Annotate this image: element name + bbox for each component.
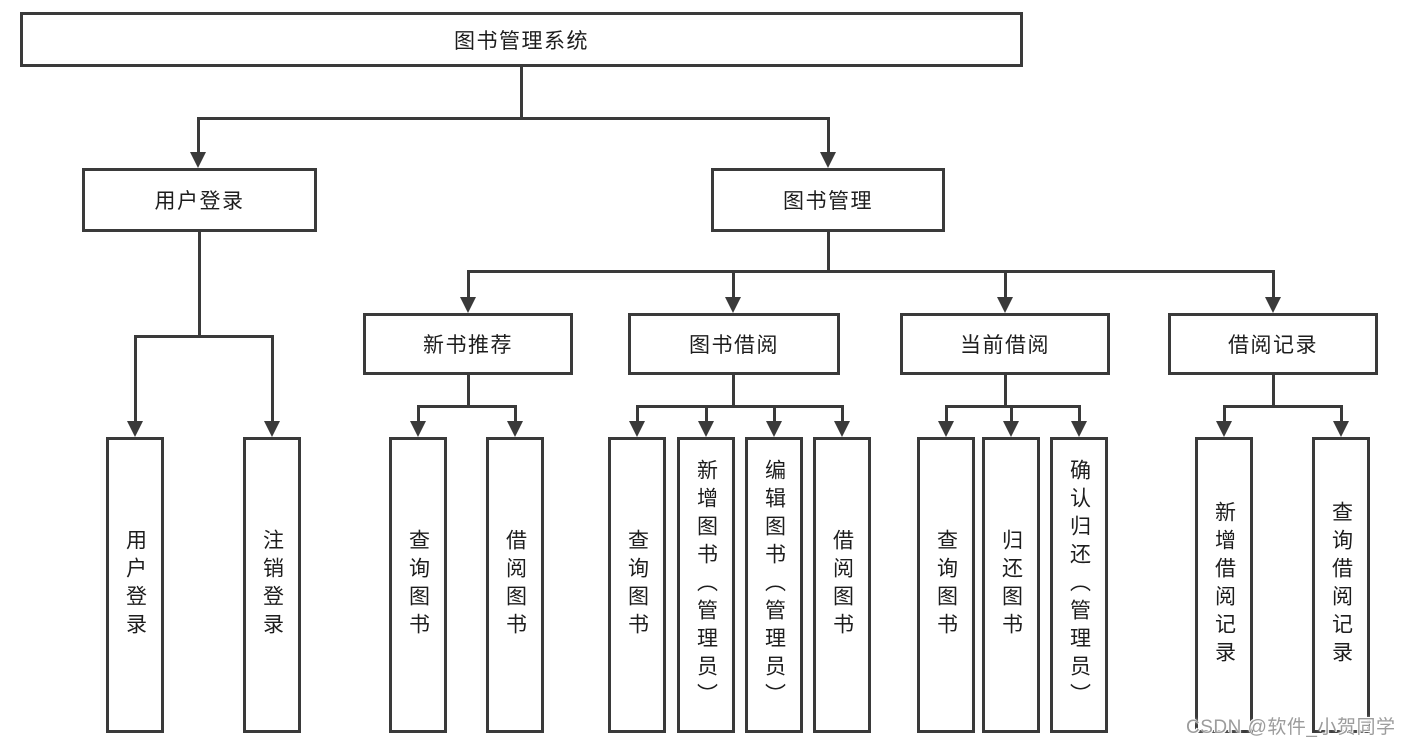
leaf-edit-book-admin: 编辑图书（管理员）: [745, 437, 803, 733]
connector-line: [773, 405, 776, 423]
connector-line: [197, 117, 830, 120]
connector-line: [520, 67, 523, 118]
connector-line: [732, 270, 735, 299]
leaf-add-borrow-record-label: 新增借阅记录: [1212, 501, 1236, 669]
leaf-add-book-admin-label: 新增图书（管理员）: [694, 459, 718, 711]
connector-line: [841, 405, 844, 423]
connector-line: [1223, 405, 1226, 423]
connector-line: [1223, 405, 1342, 408]
connector-line: [1010, 405, 1013, 423]
node-new-book-recommend-label: 新书推荐: [423, 334, 513, 357]
leaf-query-book-current: 查询图书: [917, 437, 975, 733]
connector-line: [827, 117, 830, 154]
arrow-down-icon: [410, 421, 426, 437]
arrow-down-icon: [820, 152, 836, 168]
connector-line: [134, 335, 273, 338]
connector-line: [636, 405, 843, 408]
leaf-return-book-label: 归还图书: [999, 529, 1023, 641]
node-current-borrow-label: 当前借阅: [960, 334, 1050, 357]
csdn-watermark: CSDN @软件_小贺同学: [1186, 717, 1396, 738]
node-book-management: 图书管理: [711, 168, 945, 232]
connector-line: [467, 375, 470, 407]
connector-line: [1004, 270, 1007, 299]
leaf-query-book-recommend: 查询图书: [389, 437, 447, 733]
connector-line: [705, 405, 708, 423]
connector-line: [827, 232, 830, 272]
node-borrow-records-label: 借阅记录: [1228, 334, 1318, 357]
connector-line: [197, 117, 200, 154]
connector-line: [1078, 405, 1081, 423]
leaf-borrow-book-recommend: 借阅图书: [486, 437, 544, 733]
arrow-down-icon: [507, 421, 523, 437]
node-book-management-label: 图书管理: [783, 190, 873, 213]
leaf-query-book-recommend-label: 查询图书: [406, 529, 430, 641]
node-book-borrow: 图书借阅: [628, 313, 840, 375]
connector-line: [945, 405, 948, 423]
connector-line: [514, 405, 517, 423]
leaf-borrow-book-label: 借阅图书: [830, 529, 854, 641]
arrow-down-icon: [1265, 297, 1281, 313]
arrow-down-icon: [1333, 421, 1349, 437]
leaf-user-login: 用户登录: [106, 437, 164, 733]
arrow-down-icon: [460, 297, 476, 313]
leaf-query-book-current-label: 查询图书: [934, 529, 958, 641]
leaf-confirm-return-admin: 确认归还（管理员）: [1050, 437, 1108, 733]
leaf-borrow-book: 借阅图书: [813, 437, 871, 733]
node-current-borrow: 当前借阅: [900, 313, 1110, 375]
arrow-down-icon: [997, 297, 1013, 313]
node-root-label: 图书管理系统: [454, 29, 589, 53]
connector-line: [198, 232, 201, 337]
arrow-down-icon: [725, 297, 741, 313]
connector-line: [1272, 375, 1275, 407]
arrow-down-icon: [264, 421, 280, 437]
leaf-confirm-return-admin-label: 确认归还（管理员）: [1067, 459, 1091, 711]
arrow-down-icon: [698, 421, 714, 437]
node-book-borrow-label: 图书借阅: [689, 334, 779, 357]
connector-line: [1272, 270, 1275, 299]
connector-line: [1340, 405, 1343, 423]
leaf-add-book-admin: 新增图书（管理员）: [677, 437, 735, 733]
connector-line: [1004, 375, 1007, 407]
leaf-logout-label: 注销登录: [260, 529, 284, 641]
leaf-logout: 注销登录: [243, 437, 301, 733]
node-user-login-label: 用户登录: [154, 190, 245, 213]
leaf-query-book-borrow: 查询图书: [608, 437, 666, 733]
connector-line: [732, 375, 735, 407]
node-new-book-recommend: 新书推荐: [363, 313, 573, 375]
node-root: 图书管理系统: [20, 12, 1023, 67]
arrow-down-icon: [938, 421, 954, 437]
arrow-down-icon: [1003, 421, 1019, 437]
leaf-borrow-book-recommend-label: 借阅图书: [503, 529, 527, 641]
leaf-return-book: 归还图书: [982, 437, 1040, 733]
connector-line: [134, 335, 137, 423]
arrow-down-icon: [1216, 421, 1232, 437]
arrow-down-icon: [127, 421, 143, 437]
connector-line: [467, 270, 470, 299]
connector-line: [636, 405, 639, 423]
leaf-query-borrow-record: 查询借阅记录: [1312, 437, 1370, 733]
leaf-query-borrow-record-label: 查询借阅记录: [1329, 501, 1353, 669]
arrow-down-icon: [1071, 421, 1087, 437]
node-user-login: 用户登录: [82, 168, 317, 232]
arrow-down-icon: [834, 421, 850, 437]
arrow-down-icon: [629, 421, 645, 437]
connector-line: [271, 335, 274, 423]
connector-line: [417, 405, 517, 408]
leaf-add-borrow-record: 新增借阅记录: [1195, 437, 1253, 733]
node-borrow-records: 借阅记录: [1168, 313, 1378, 375]
arrow-down-icon: [190, 152, 206, 168]
leaf-edit-book-admin-label: 编辑图书（管理员）: [762, 459, 786, 711]
arrow-down-icon: [766, 421, 782, 437]
leaf-user-login-label: 用户登录: [123, 529, 147, 641]
leaf-query-book-borrow-label: 查询图书: [625, 529, 649, 641]
connector-line: [467, 270, 1275, 273]
connector-line: [417, 405, 420, 423]
